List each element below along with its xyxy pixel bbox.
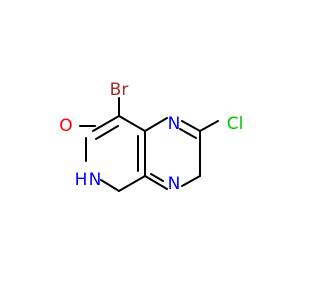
bond-c3-n4 — [181, 175, 201, 187]
molecule-canvas: Br O Cl N N N H — [59, 80, 243, 194]
bond-c4a-c5 — [118, 175, 146, 192]
bond-c2-cl — [199, 120, 219, 132]
bond-n4-c4a-inner — [150, 173, 164, 182]
bond-c8-c8a — [118, 115, 146, 132]
bond-n1-c2 — [181, 120, 201, 132]
atom-n1-label: N — [168, 114, 181, 134]
bond-c7-c8-inner — [95, 125, 119, 140]
bond-c7-c8 — [92, 115, 120, 132]
structure-diagram: Br O Cl N N N H — [59, 80, 243, 194]
bond-c5-n6 — [100, 179, 120, 192]
bond-group — [79, 97, 219, 192]
bond-c8a-n1 — [144, 117, 168, 132]
bond-n1-c2-inner — [179, 128, 197, 139]
atom-labels: Br O Cl N N N H — [59, 80, 243, 194]
atom-cl-label: Cl — [227, 114, 244, 134]
atom-h-label: H — [75, 170, 88, 190]
bond-n4-c4a — [144, 175, 168, 190]
atom-nh-label: N — [89, 170, 102, 190]
atom-br-label: Br — [110, 80, 129, 100]
atom-o-label: O — [59, 116, 72, 136]
atom-n4-label: N — [168, 174, 181, 194]
